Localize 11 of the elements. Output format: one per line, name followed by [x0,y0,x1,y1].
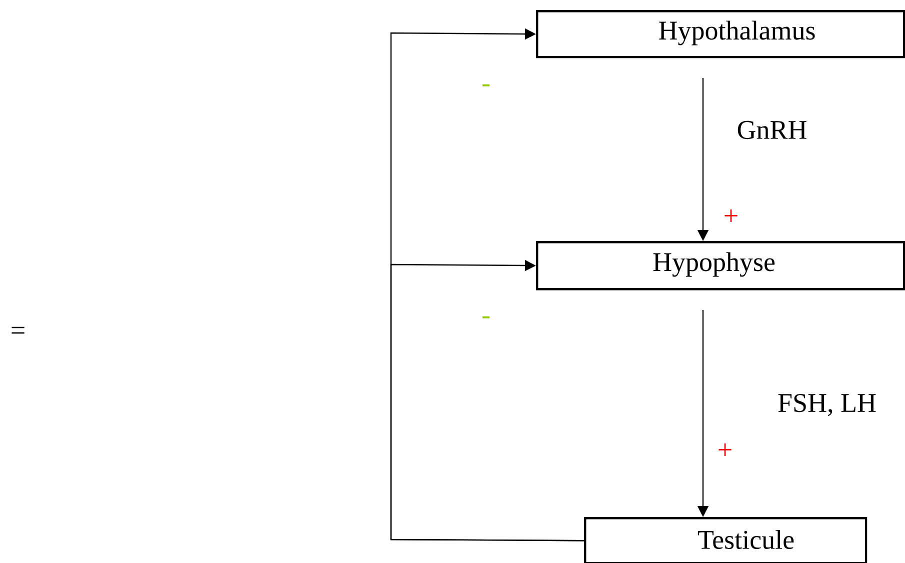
edge-label: GnRH [738,120,806,140]
edge-label: FSH, LH [778,394,876,416]
equals-sign: = [12,326,24,334]
minus-sign: - [482,316,490,318]
process-box: Hypothalamus [536,10,905,58]
feedback-arrow [390,260,584,542]
process-box: Testicule [584,517,868,563]
process-box: Hypophyse [536,241,905,290]
plus-sign: + [718,443,732,456]
plus-sign: + [724,209,738,222]
minus-sign: - [482,84,490,86]
